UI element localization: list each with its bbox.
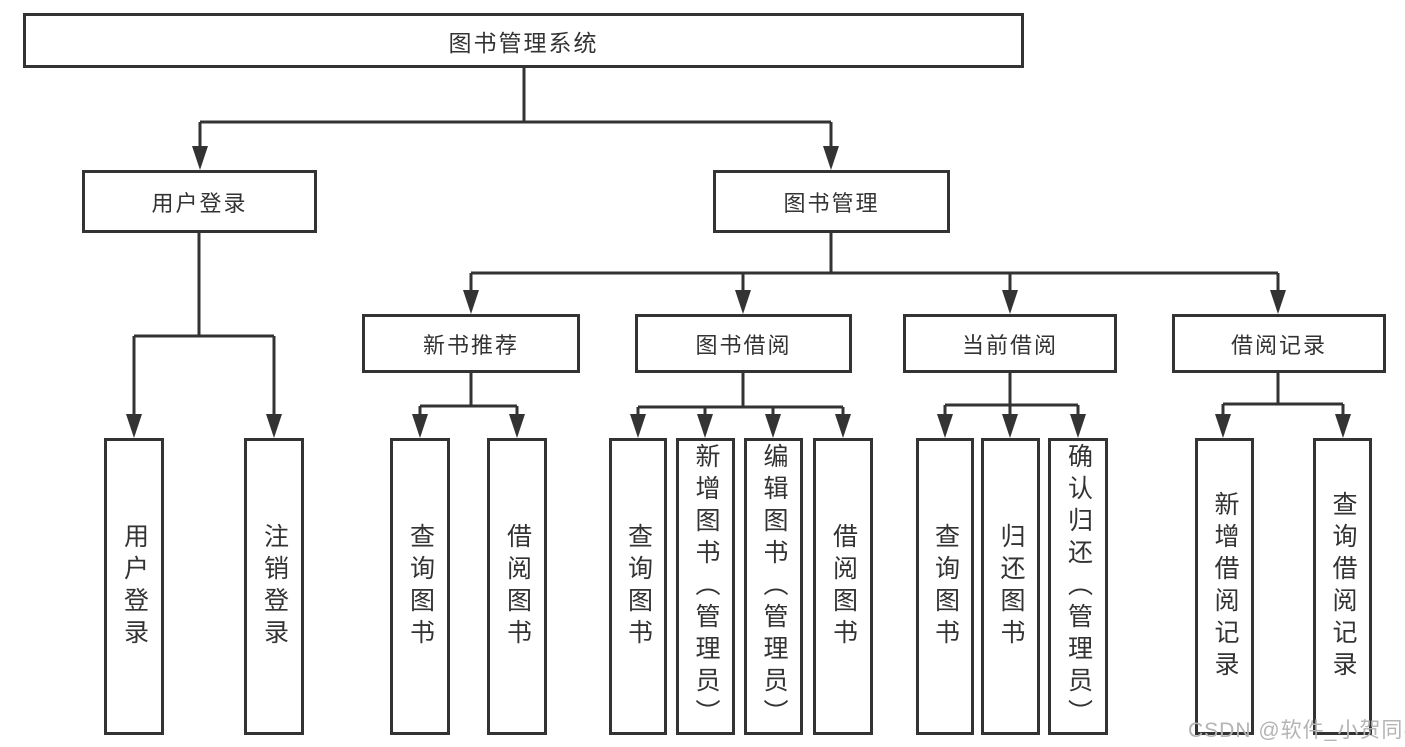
node-user-login: 用户登录: [82, 170, 317, 233]
leaf-confirm-return-admin: 确认归还（管理员）: [1048, 438, 1108, 735]
leaf-query-books-current: 查询图书: [916, 438, 974, 735]
leaf-label: 查询图书: [406, 522, 435, 651]
node-borrowing-records: 借阅记录: [1172, 314, 1386, 373]
leaf-label: 新增图书（管理员）: [692, 442, 720, 731]
node-label: 图书管理: [783, 190, 880, 216]
leaf-label: 借阅图书: [829, 522, 858, 651]
node-label: 借阅记录: [1230, 332, 1327, 358]
node-label: 新书推荐: [422, 332, 519, 358]
node-label: 图书借阅: [695, 332, 792, 358]
node-new-book-recommend: 新书推荐: [362, 314, 580, 373]
node-current-borrowing: 当前借阅: [903, 314, 1117, 373]
leaf-borrow-books-recommend: 借阅图书: [487, 438, 547, 735]
arrowheads: [126, 146, 1351, 438]
leaf-label: 编辑图书（管理员）: [760, 442, 788, 731]
leaf-label: 归还图书: [997, 522, 1025, 651]
leaf-borrow-books-borrowing: 借阅图书: [813, 438, 873, 735]
node-library-system: 图书管理系统: [23, 13, 1024, 68]
leaf-user-login: 用户登录: [104, 438, 164, 735]
leaf-logout: 注销登录: [244, 438, 304, 735]
leaf-label: 借阅图书: [503, 522, 532, 651]
leaf-label: 查询图书: [624, 522, 653, 651]
leaf-label: 用户登录: [120, 522, 149, 651]
csdn-watermark: CSDN @软件_小贺同学: [1188, 719, 1405, 742]
node-book-management: 图书管理: [713, 170, 950, 233]
node-book-borrowing: 图书借阅: [635, 314, 852, 373]
leaf-label: 新增借阅记录: [1211, 490, 1239, 683]
leaf-edit-books-admin: 编辑图书（管理员）: [744, 438, 803, 735]
node-label: 图书管理系统: [448, 29, 599, 56]
leaf-add-borrow-record: 新增借阅记录: [1195, 438, 1254, 735]
leaf-label: 确认归还（管理员）: [1064, 442, 1093, 731]
node-label: 当前借阅: [961, 332, 1058, 358]
leaf-return-books: 归还图书: [981, 438, 1040, 735]
leaf-query-books-borrowing: 查询图书: [609, 438, 667, 735]
leaf-query-borrow-record: 查询借阅记录: [1313, 438, 1372, 735]
leaf-label: 查询借阅记录: [1329, 490, 1357, 683]
leaf-label: 查询图书: [931, 522, 960, 651]
leaf-add-books-admin: 新增图书（管理员）: [676, 438, 735, 735]
leaf-query-books-recommend: 查询图书: [390, 438, 450, 735]
node-label: 用户登录: [151, 190, 248, 216]
leaf-label: 注销登录: [260, 522, 289, 651]
